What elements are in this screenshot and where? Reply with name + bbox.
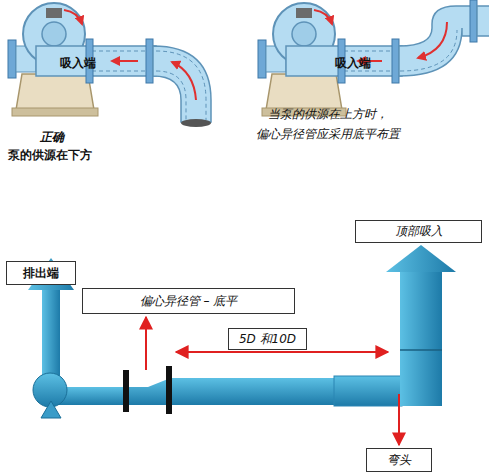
callout-box: 排出端 <box>6 261 76 285</box>
pump-footing <box>12 108 98 116</box>
pipe-opening <box>181 119 211 127</box>
pipe-label: 吸入端 <box>60 53 96 73</box>
suction-arrow <box>386 245 456 272</box>
pump-top <box>296 8 312 18</box>
leader-arrow <box>145 317 147 370</box>
large-pipe <box>168 378 336 405</box>
flange <box>166 366 172 414</box>
elbow <box>399 6 472 76</box>
flow-arrow <box>418 22 447 58</box>
flow-arrow <box>314 10 332 24</box>
flow-arrow <box>64 10 82 24</box>
pump-top <box>46 8 62 18</box>
pipe-dash <box>156 71 186 120</box>
flange <box>123 370 129 412</box>
flange <box>470 0 477 42</box>
flange <box>258 40 266 78</box>
suction-pipe <box>36 46 156 76</box>
eccentric-reducer <box>127 379 168 405</box>
elbow <box>153 46 211 122</box>
caption-note: 泵的供源在下方 <box>8 145 92 165</box>
left-pump-group <box>8 3 211 127</box>
piping-layout <box>28 245 456 445</box>
elbow-section <box>334 376 402 406</box>
pipe-dash <box>156 51 206 120</box>
box-text: 5D 和10D <box>239 331 296 348</box>
suction-pipe-vertical <box>400 270 442 406</box>
caption-note: 当泵的供源在上方时， 偏心异径管应采用底平布置 <box>240 104 416 144</box>
pipe-label: 吸入端 <box>335 53 371 73</box>
box-text: 偏心异径管 – 底平 <box>140 293 238 310</box>
flow-arrow <box>112 60 138 62</box>
pump-impeller <box>292 22 316 46</box>
box-text: 顶部吸入 <box>395 223 443 240</box>
pipe-dash <box>400 30 457 71</box>
right-pump-group <box>258 0 489 116</box>
callout-box: 顶部吸入 <box>355 220 482 243</box>
pump-impeller <box>42 22 66 46</box>
flange <box>146 39 153 83</box>
flange <box>392 39 399 83</box>
status-label: 正确 <box>40 127 64 147</box>
pipe-joint <box>400 349 442 351</box>
leader-arrow <box>398 394 400 445</box>
dimension-box: 5D 和10D <box>228 328 307 350</box>
flow-arrow <box>172 62 196 100</box>
pump-base <box>16 74 94 110</box>
pump-base <box>266 74 342 110</box>
callout-box: 偏心异径管 – 底平 <box>82 288 295 314</box>
pipe-stub <box>477 6 489 36</box>
pump-base-symbol <box>41 401 61 418</box>
box-text: 排出端 <box>23 265 59 282</box>
box-text: 弯头 <box>387 452 411 469</box>
callout-box: 弯头 <box>366 448 432 472</box>
dimension-arrow <box>176 351 388 353</box>
flange <box>8 40 16 78</box>
